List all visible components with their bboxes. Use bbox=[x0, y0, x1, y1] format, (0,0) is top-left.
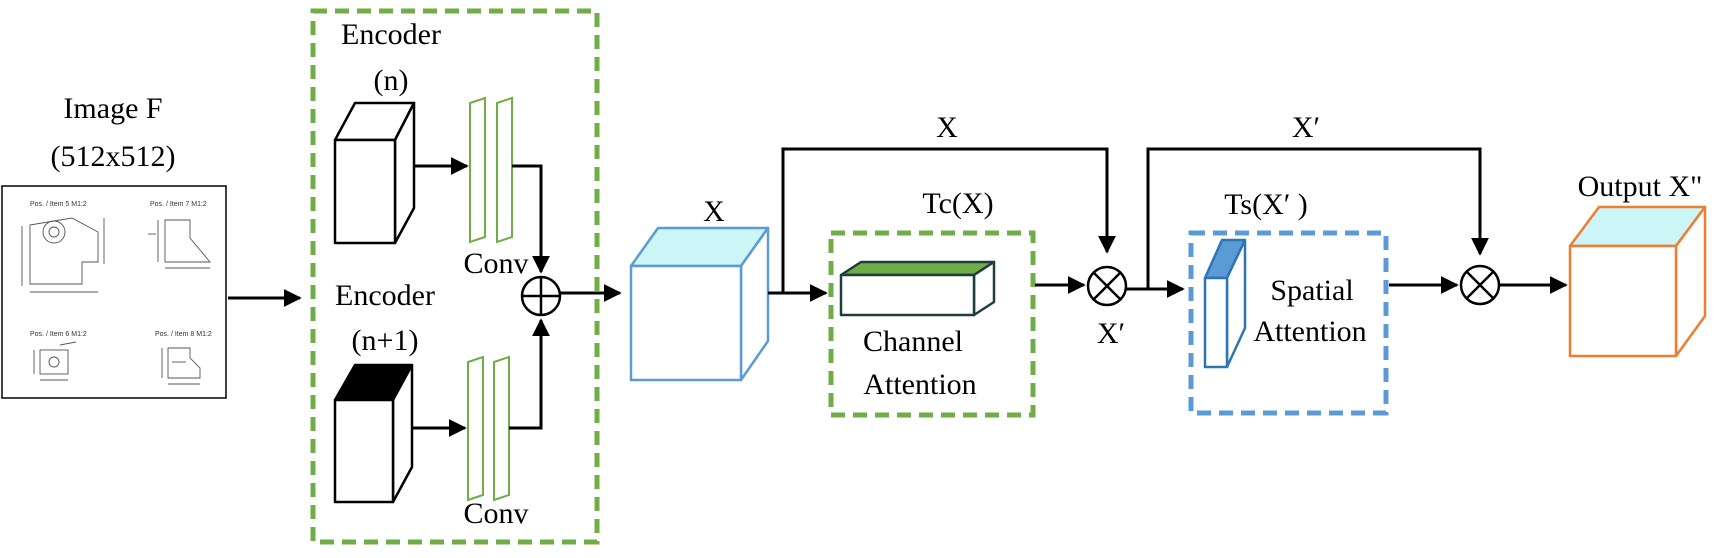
encoder-n-index: (n) bbox=[374, 64, 409, 97]
conv-top-label: Conv bbox=[463, 247, 528, 280]
spatial-attention-name-line1: Spatial bbox=[1270, 274, 1353, 307]
technical-drawing-sketch bbox=[21, 217, 105, 293]
spatial-attention-frame bbox=[1188, 230, 1389, 416]
output-feature-cube bbox=[1568, 205, 1707, 358]
technical-drawing-sketch bbox=[148, 219, 211, 269]
encoder-n-feature-cube bbox=[333, 101, 416, 245]
technical-drawing-sketch bbox=[161, 347, 201, 385]
drawing-caption-4: Pos. / Item 8 M1:2 bbox=[155, 331, 212, 338]
conv-layers-bottom bbox=[467, 355, 510, 502]
feature-x-cube bbox=[629, 226, 770, 382]
drawing-caption-1: Pos. / Item 5 M1:2 bbox=[30, 201, 87, 208]
multiply-1-output-label: X′ bbox=[1097, 317, 1125, 350]
encoder-n1-index: (n+1) bbox=[352, 324, 419, 357]
channel-attention-title: Tc(X) bbox=[922, 187, 993, 220]
input-image-size: (512x512) bbox=[51, 140, 176, 173]
conv-layers-top bbox=[469, 96, 513, 244]
multiply-operator-1 bbox=[1086, 265, 1128, 307]
skip-x-prime-label: X′ bbox=[1292, 111, 1320, 144]
channel-attention-name-line2: Attention bbox=[863, 368, 976, 401]
channel-attention-name-line1: Channel bbox=[863, 325, 963, 358]
add-operator bbox=[520, 275, 562, 317]
spatial-attention-name-line2: Attention bbox=[1253, 315, 1366, 348]
encoder-block-frame bbox=[310, 8, 600, 545]
spatial-attention-title: Ts(X′ ) bbox=[1224, 188, 1308, 221]
multiply-operator-2 bbox=[1459, 264, 1501, 306]
channel-attention-block bbox=[839, 260, 996, 317]
output-label: Output X" bbox=[1578, 170, 1703, 203]
technical-drawing-sketch bbox=[33, 341, 77, 381]
input-image-thumbnail: Pos. / Item 5 M1:2 Pos. / Item 7 M1:2 Po… bbox=[1, 185, 227, 399]
skip-connection-x-prime bbox=[1146, 147, 1489, 289]
drawing-caption-2: Pos. / Item 7 M1:2 bbox=[150, 201, 207, 208]
skip-x-label: X bbox=[936, 111, 958, 144]
conv-bottom-label: Conv bbox=[463, 497, 528, 530]
spatial-attention-block bbox=[1203, 238, 1247, 369]
feature-x-label: X bbox=[703, 195, 725, 228]
skip-connection-x bbox=[781, 147, 1116, 293]
input-image-title: Image F bbox=[63, 92, 162, 125]
encoder-n-title: Encoder bbox=[341, 18, 441, 51]
encoder-n1-title: Encoder bbox=[335, 279, 435, 312]
encoder-n1-feature-cube bbox=[333, 363, 414, 504]
channel-attention-frame bbox=[828, 230, 1036, 418]
drawing-caption-3: Pos. / Item 6 M1:2 bbox=[30, 331, 87, 338]
